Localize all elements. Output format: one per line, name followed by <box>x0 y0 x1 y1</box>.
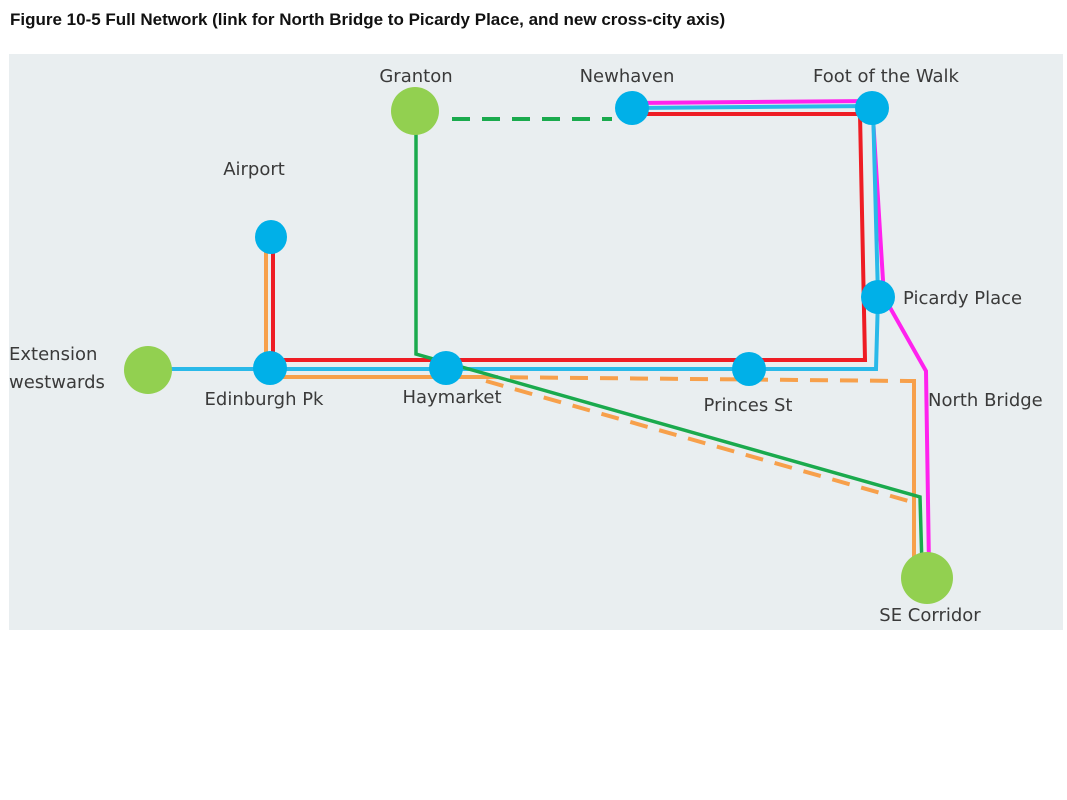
orange-line-se-corridor <box>908 379 916 565</box>
stop-picardy-place[interactable] <box>861 280 895 314</box>
green-line <box>414 134 924 568</box>
stop-princes-st[interactable] <box>732 352 766 386</box>
label-princes-st: Princes St <box>704 395 793 416</box>
stop-newhaven[interactable] <box>615 91 649 125</box>
orange-dashed-link-princes-st <box>479 375 909 383</box>
label-extension-line1: Extension <box>9 344 97 365</box>
stop-granton[interactable] <box>391 87 439 135</box>
stop-extension-westwards[interactable] <box>124 346 172 394</box>
label-airport: Airport <box>223 159 285 180</box>
stop-haymarket[interactable] <box>429 351 463 385</box>
label-edinburgh-pk: Edinburgh Pk <box>205 389 325 410</box>
stop-foot-of-the-walk[interactable] <box>855 91 889 125</box>
stop-se-corridor[interactable] <box>901 552 953 604</box>
label-granton: Granton <box>379 66 452 87</box>
label-newhaven: Newhaven <box>580 66 675 87</box>
stop-airport[interactable] <box>255 220 287 254</box>
label-foot-of-the-walk: Foot of the Walk <box>813 66 960 87</box>
diagram-background <box>9 54 1063 630</box>
orange-dashed-cross-city-axis <box>485 379 913 504</box>
label-se-corridor: SE Corridor <box>879 605 981 626</box>
stop-edinburgh-pk[interactable] <box>253 351 287 385</box>
label-extension-line2: westwards <box>9 372 105 393</box>
figure-caption: Figure 10-5 Full Network (link for North… <box>10 10 726 29</box>
label-haymarket: Haymarket <box>402 387 501 408</box>
label-picardy-place: Picardy Place <box>903 288 1022 309</box>
label-north-bridge: North Bridge <box>928 390 1043 411</box>
